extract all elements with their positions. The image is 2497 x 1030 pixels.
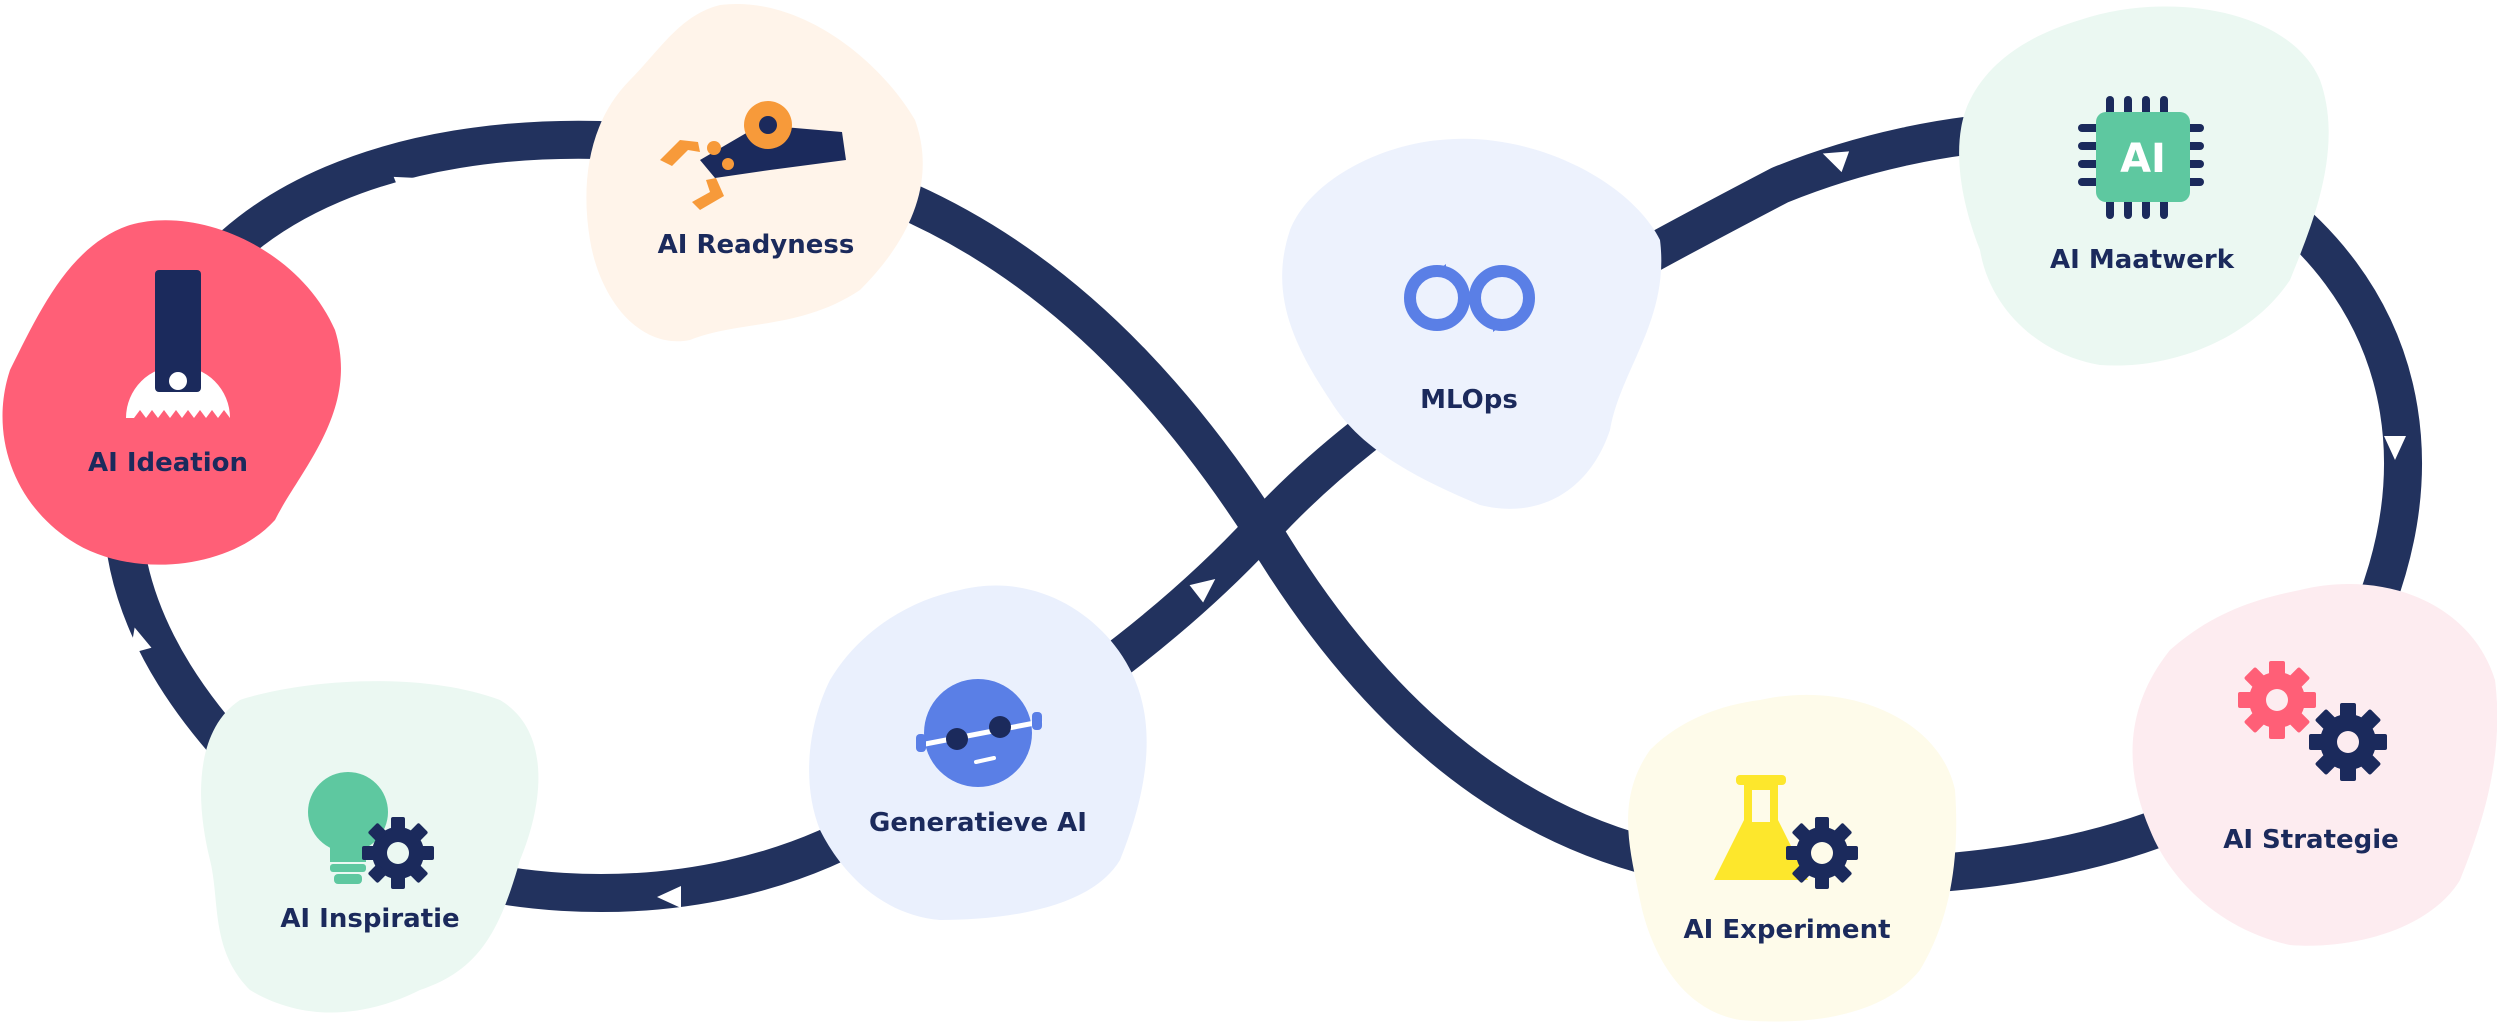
node-label: Generatieve AI (869, 808, 1087, 838)
direction-arrow (657, 886, 681, 908)
node-label: AI Experiment (1683, 915, 1890, 945)
node-ai-ideation[interactable]: AI Ideation (2, 220, 341, 565)
node-ai-inspiratie[interactable]: AI Inspiratie (201, 681, 539, 1013)
flask-gear-icon (1714, 775, 1858, 889)
node-mlops[interactable]: MLOps (1282, 138, 1662, 509)
node-generatieve-ai[interactable]: Generatieve AI (809, 585, 1147, 920)
robot-arm-icon (660, 101, 846, 210)
robot-tool-icon (126, 270, 230, 418)
node-label: AI Strategie (2223, 825, 2399, 855)
node-ai-experiment[interactable]: AI Experiment (1628, 694, 1957, 1022)
direction-arrow (1189, 578, 1216, 603)
infinity-loop-icon (1404, 264, 1535, 332)
node-ai-maatwerk[interactable]: AI AI Maatwerk (1959, 6, 2329, 366)
node-label: AI Inspiratie (280, 904, 459, 934)
lightbulb-gear-icon (308, 772, 434, 889)
direction-arrow (1822, 151, 1850, 173)
direction-arrow (393, 176, 421, 198)
node-ai-strategie[interactable]: AI Strategie (2132, 584, 2497, 946)
node-label: AI Maatwerk (2050, 245, 2235, 275)
gears-icon (2238, 661, 2387, 781)
blob (2132, 584, 2497, 946)
node-label: AI Ideation (88, 448, 248, 478)
direction-arrow (130, 627, 152, 654)
blob (586, 3, 923, 342)
robot-face-icon (916, 679, 1043, 787)
direction-arrow (1051, 329, 1078, 353)
ai-chip-icon: AI (2078, 96, 2204, 219)
direction-arrow (2041, 882, 2068, 904)
direction-arrow (2384, 436, 2406, 460)
node-label: AI Readyness (658, 230, 855, 260)
blob (1282, 138, 1662, 509)
node-ai-readyness[interactable]: AI Readyness (586, 3, 923, 342)
node-label: MLOps (1420, 385, 1518, 415)
svg-text:AI: AI (2120, 136, 2166, 182)
direction-arrow (1441, 698, 1468, 722)
